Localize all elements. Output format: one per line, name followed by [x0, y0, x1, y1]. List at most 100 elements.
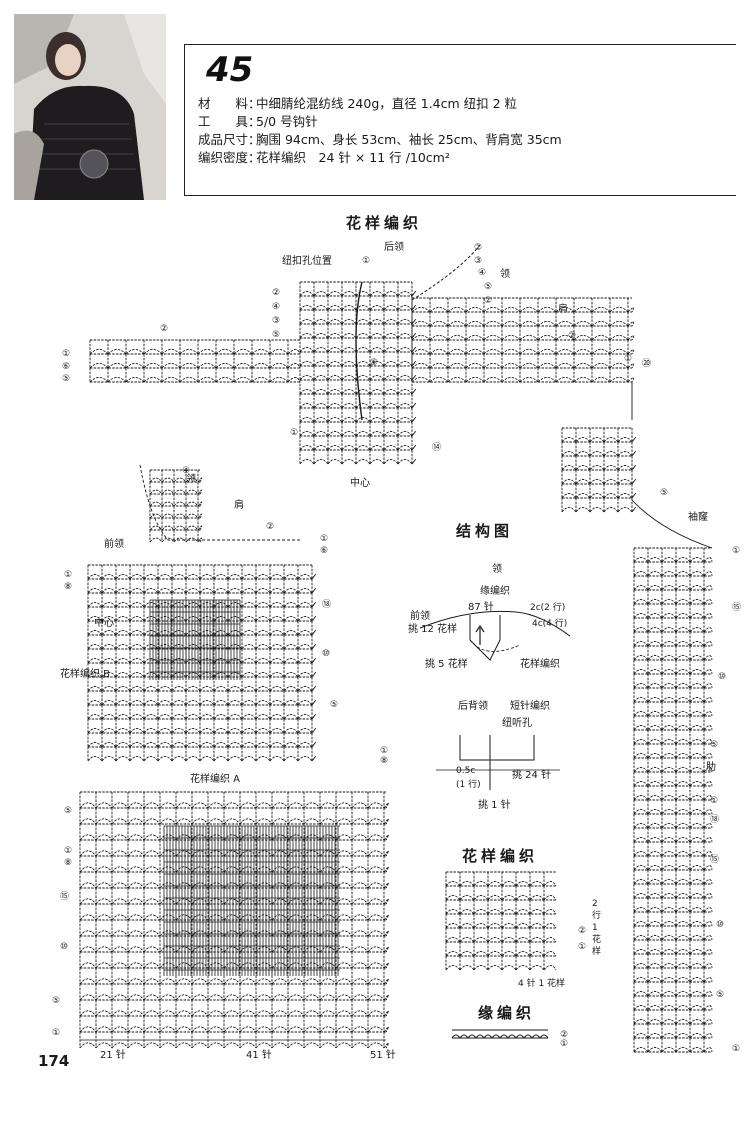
- structure-back-neck: 后背领: [458, 701, 488, 712]
- row-number-marker: ①: [560, 1039, 569, 1049]
- structure-2c: 2c(2 行): [530, 603, 566, 613]
- row-number-marker: ①: [290, 428, 299, 438]
- structure-pattern-label: 花样编织: [520, 659, 560, 670]
- row-number-marker: ②: [560, 1030, 569, 1040]
- row-number-marker: ②: [578, 926, 587, 936]
- pattern-a-lattice: [79, 791, 389, 1049]
- row-number-marker: ①: [624, 354, 633, 364]
- structure-collar-shape: [469, 615, 501, 661]
- swatch-stitches: 4 针 1 花样: [518, 979, 566, 989]
- size-value: 胸围 94cm、身长 53cm、袖长 25cm、背肩宽 35cm: [256, 132, 562, 147]
- row-number-marker: ⑳: [642, 359, 652, 369]
- pattern-a-width-3: 51 针: [370, 1050, 396, 1061]
- front-neck-curve: [139, 464, 300, 541]
- front-collar-lattice-stitches: [149, 469, 203, 543]
- back-shoulder-right-lattice-stitches: [411, 297, 635, 383]
- back-shoulder-left-lattice-stitches: [89, 339, 301, 383]
- row-number-marker: ①: [380, 746, 389, 756]
- structure-pick-5: 挑 5 花样: [425, 659, 468, 670]
- front-neck-label: 前领: [104, 539, 124, 550]
- back-center-lattice-stitches: [299, 281, 416, 465]
- structure-4c: 4c(4 行): [532, 619, 568, 629]
- row-number-marker: ③: [272, 316, 281, 326]
- row-number-marker: ⑤: [52, 996, 61, 1006]
- swatch-title: 花样编织: [462, 847, 539, 865]
- row-number-marker: ⑥: [62, 362, 71, 372]
- back-collar-curve: [411, 244, 481, 301]
- row-number-marker: ④: [272, 302, 281, 312]
- top-chart-title: 花样编织: [346, 214, 423, 232]
- materials-value: 中细腈纶混纺线 240g，直径 1.4cm 纽扣 2 粒: [256, 96, 518, 111]
- row-number-marker: ⑮: [60, 892, 70, 902]
- row-number-marker: ③: [474, 256, 483, 266]
- structure-arrow-up: [475, 624, 485, 645]
- row-number-marker: ④: [182, 466, 191, 476]
- pattern-number: 45: [206, 50, 254, 90]
- sleeve-cap-label: 袖窿: [688, 512, 708, 523]
- row-number-marker: ⑤: [62, 374, 71, 384]
- model-photo: [14, 14, 166, 200]
- side-upper-lattice: [561, 427, 636, 513]
- row-number-marker: ①: [710, 796, 719, 806]
- pattern-a-title: 花样编织 A: [190, 774, 241, 785]
- pattern-a-width-2: 41 针: [246, 1050, 272, 1061]
- row-number-marker: ⑮: [710, 855, 720, 865]
- structure-row1: (1 行): [456, 780, 481, 790]
- row-number-marker: ②: [272, 288, 281, 298]
- structure-back-neck-shape: [459, 735, 535, 790]
- gauge-label: 编织密度：: [198, 150, 261, 165]
- row-number-marker: ⑥: [320, 546, 329, 556]
- pattern-b-label: 花样编织 B: [60, 669, 111, 680]
- structure-pick-1: 挑 1 针: [478, 800, 511, 811]
- side-upper-lattice-stitches: [561, 427, 636, 513]
- tools-value: 5/0 号钩针: [256, 114, 318, 129]
- size-row: 成品尺寸：胸围 94cm、身长 53cm、袖长 25cm、背肩宽 35cm: [198, 132, 562, 148]
- row-number-marker: ①: [62, 349, 71, 359]
- row-number-marker: ⑱: [710, 815, 720, 825]
- row-number-marker: ①: [64, 846, 73, 856]
- row-number-marker: ⑩: [322, 649, 331, 659]
- row-number-marker: ②: [266, 522, 275, 532]
- row-number-marker: ⑤: [710, 740, 719, 750]
- row-number-marker: ⑤: [330, 700, 339, 710]
- pattern-a-lattice-stitches: [79, 791, 389, 1049]
- armhole-curve: [631, 382, 713, 549]
- page-number: 174: [38, 1052, 70, 1070]
- materials-label: 材 料：: [198, 96, 261, 111]
- swatch-lattice-stitches: [445, 871, 557, 971]
- row-number-marker: ⑩: [716, 920, 725, 930]
- back-shoulder-left-lattice: [89, 339, 301, 383]
- side-long-lattice: [633, 547, 713, 1053]
- row-number-marker: ②: [568, 331, 577, 341]
- tools-row: 工 具：5/0 号钩针: [198, 114, 318, 130]
- row-number-marker: ④: [478, 268, 487, 278]
- row-number-marker: ①: [578, 942, 587, 952]
- shoulder-label-top: 肩: [558, 304, 568, 315]
- structure-87: 87 针: [468, 602, 494, 613]
- shoulder-label-front: 肩: [234, 500, 244, 511]
- edge-title: 缘编织: [478, 1004, 536, 1022]
- row-number-marker: ⑤: [716, 990, 725, 1000]
- front-b-motif: [149, 599, 241, 680]
- tools-label: 工 具：: [198, 114, 261, 129]
- row-number-marker: ⑧: [64, 858, 73, 868]
- structure-button-hole: 纽听孔: [502, 718, 532, 729]
- row-number-marker: ⑤: [272, 330, 281, 340]
- row-number-marker: ⑥: [370, 358, 379, 368]
- gauge-row: 编织密度：花样编织 24 针 × 11 行 /10cm²: [198, 150, 450, 166]
- row-number-marker: ⑤: [64, 806, 73, 816]
- pattern-a-motif: [163, 825, 340, 976]
- row-number-marker: ①: [320, 534, 329, 544]
- row-number-marker: ⑧: [380, 756, 389, 766]
- collar-label-front: 领: [186, 474, 196, 485]
- center-label-front: 中心: [94, 618, 114, 629]
- model-photo-drawing: [14, 14, 166, 200]
- pattern-a-width-1: 21 针: [100, 1050, 126, 1061]
- structure-edge-pattern: 缘编织: [480, 586, 510, 597]
- row-number-marker: ①: [64, 570, 73, 580]
- gauge-value: 花样编织 24 针 × 11 行 /10cm²: [256, 150, 450, 165]
- info-box: [184, 44, 736, 196]
- structure-collar: 领: [492, 564, 502, 575]
- back-neck-label: 后领: [384, 242, 404, 253]
